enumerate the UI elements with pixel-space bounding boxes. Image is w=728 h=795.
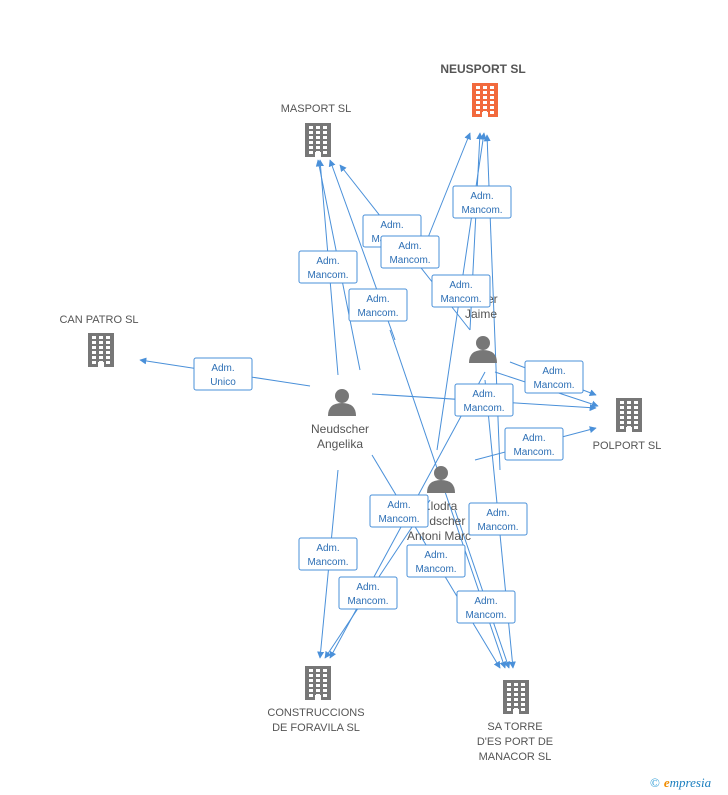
edge-line-6 (424, 132, 471, 246)
edge-label-l15-line-2: Mancom. (347, 596, 388, 607)
building-icon (503, 680, 529, 714)
building-icon (616, 398, 642, 432)
brand-initial: e (663, 775, 670, 790)
empresia-brand[interactable]: ©empresia (650, 775, 711, 791)
person-label-antoni-line-1: ...lodra (421, 499, 458, 513)
company-node-polport[interactable]: POLPORT SL (593, 398, 662, 452)
company-node-construccions[interactable]: CONSTRUCCIONS DE FORAVILA SL (267, 666, 365, 734)
company-node-satorre[interactable]: SA TORRE D'ES PORT DE MANACOR SL (477, 680, 553, 763)
edge-label-l10-line-2: Mancom. (513, 447, 554, 458)
person-label-jaime-line-3: Jaime (465, 307, 497, 321)
edge-label-l9[interactable]: Adm. Mancom. (454, 383, 514, 417)
edge-label-l7[interactable]: Adm. Unico (193, 357, 253, 391)
edge-line-19 (454, 509, 511, 669)
edge-label-l13[interactable]: Adm. Mancom. (298, 537, 358, 571)
edge-label-l7-line-1: Adm. (211, 363, 234, 374)
person-icon (427, 466, 455, 493)
edge-label-l4[interactable]: Adm. Mancom. (298, 250, 358, 284)
edge-label-l3-line-1: Adm. (398, 241, 421, 252)
company-label-masport-line-1: MASPORT SL (281, 103, 352, 115)
edge-label-l9-line-1: Adm. (472, 389, 495, 400)
edge-label-l10-line-1: Adm. (522, 433, 545, 444)
company-label-construccions-line-1: CONSTRUCCIONS (267, 707, 364, 719)
person-label-antoni-line-3: Antoni Marc (407, 529, 471, 543)
edge-label-l7-line-2: Unico (210, 377, 236, 388)
building-icon (88, 333, 114, 367)
company-label-neusport-line-1: NEUSPORT SL (440, 62, 525, 76)
edge-label-l6[interactable]: Adm. Mancom. (348, 288, 408, 322)
edge-label-l10[interactable]: Adm. Mancom. (504, 427, 564, 461)
edge-label-l4-line-2: Mancom. (307, 270, 348, 281)
company-label-satorre-line-2: D'ES PORT DE (477, 736, 553, 748)
building-icon (305, 666, 331, 700)
person-label-angelika-line-2: Angelika (317, 437, 363, 451)
edge-label-l5-line-2: Mancom. (440, 294, 481, 305)
edge-label-l14-line-1: Adm. (424, 550, 447, 561)
edge-label-l6-line-1: Adm. (366, 294, 389, 305)
building-icon (305, 123, 331, 157)
edge-label-l12-line-1: Adm. (486, 508, 509, 519)
company-label-satorre-line-1: SA TORRE (487, 721, 542, 733)
edge-label-l12[interactable]: Adm. Mancom. (468, 502, 528, 536)
company-node-neusport[interactable]: NEUSPORT SL (440, 62, 526, 117)
edge-label-l13-line-1: Adm. (316, 543, 339, 554)
edge-label-l2-line-2: Mancom. (461, 205, 502, 216)
edge-label-l1-line-1: Adm. (380, 220, 403, 231)
edge-label-l8-line-1: Adm. (542, 366, 565, 377)
edge-labels-layer: Adm. Mancom. Adm. Mancom. Adm. Mancom. Adm. Man… (193, 185, 584, 624)
edge-label-l6-line-2: Mancom. (357, 308, 398, 319)
company-node-canpatro[interactable]: CAN PATRO SL (59, 314, 139, 367)
edge-label-l11-line-2: Mancom. (378, 514, 419, 525)
edge-label-l5-line-1: Adm. (449, 280, 472, 291)
company-node-masport[interactable]: MASPORT SL (281, 103, 352, 157)
company-label-construccions-line-2: DE FORAVILA SL (272, 722, 360, 734)
edge-label-l15-line-1: Adm. (356, 582, 379, 593)
edge-label-l2-line-1: Adm. (470, 191, 493, 202)
copyright-icon: © (650, 775, 660, 790)
person-icon (328, 389, 356, 416)
edge-label-l8-line-2: Mancom. (533, 380, 574, 391)
edge-label-l15[interactable]: Adm. Mancom. (338, 576, 398, 610)
building-icon (472, 83, 498, 117)
edge-label-l16-line-2: Mancom. (465, 610, 506, 621)
edge-label-l14[interactable]: Adm. Mancom. (406, 544, 466, 578)
company-label-polport-line-1: POLPORT SL (593, 440, 662, 452)
edge-label-l16-line-1: Adm. (474, 596, 497, 607)
edge-label-l9-line-2: Mancom. (463, 403, 504, 414)
edge-label-l11-line-1: Adm. (387, 500, 410, 511)
edge-label-l8[interactable]: Adm. Mancom. (524, 360, 584, 394)
company-label-satorre-line-3: MANACOR SL (479, 751, 552, 763)
nodes-layer: NEUSPORT SL MASPORT SL CAN PATRO SL POLPORT… (59, 62, 661, 763)
brand-name: mpresia (669, 775, 712, 790)
edge-label-l2[interactable]: Adm. Mancom. (452, 185, 512, 219)
edge-label-l12-line-2: Mancom. (477, 522, 518, 533)
edge-label-l3-line-2: Mancom. (389, 255, 430, 266)
edge-label-l5[interactable]: Adm. Mancom. (431, 274, 491, 308)
edge-label-l4-line-1: Adm. (316, 256, 339, 267)
edge-label-l14-line-2: Mancom. (415, 564, 456, 575)
edge-label-l3[interactable]: Adm. Mancom. (380, 235, 440, 269)
edge-label-l16[interactable]: Adm. Mancom. (456, 590, 516, 624)
edge-label-l13-line-2: Mancom. (307, 557, 348, 568)
person-label-angelika-line-1: Neudscher (311, 422, 369, 436)
company-label-canpatro-line-1: CAN PATRO SL (59, 314, 138, 326)
person-icon (469, 336, 497, 363)
edge-label-l11[interactable]: Adm. Mancom. (369, 494, 429, 528)
